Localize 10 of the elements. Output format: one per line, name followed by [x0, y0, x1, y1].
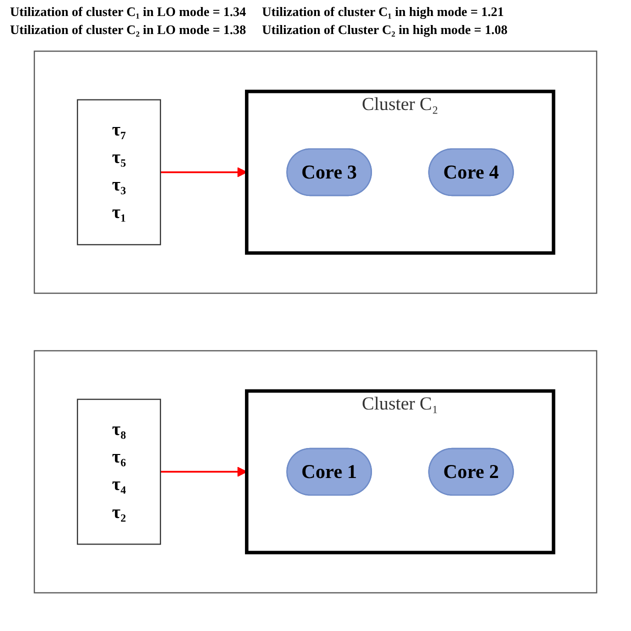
utilization-note: Utilization of cluster C₂ in LO mode = 1.38: [10, 22, 246, 38]
cluster: [34, 50, 598, 294]
arrow: [160, 466, 248, 477]
utilization-note: Utilization of cluster C₁ in LO mode = 1.34: [10, 4, 246, 20]
cluster: [34, 350, 598, 594]
arrow: [160, 167, 248, 178]
utilization-note: Utilization of Cluster C₂ in high mode = 1.08: [262, 22, 508, 38]
node-box: τ₈ τ₆ τ₄ τ₂: [76, 398, 162, 545]
node-box: τ₇ τ₅ τ₃ τ₁: [76, 99, 162, 246]
utilization-note: Utilization of cluster C₁ in high mode = 1.21: [262, 4, 504, 20]
